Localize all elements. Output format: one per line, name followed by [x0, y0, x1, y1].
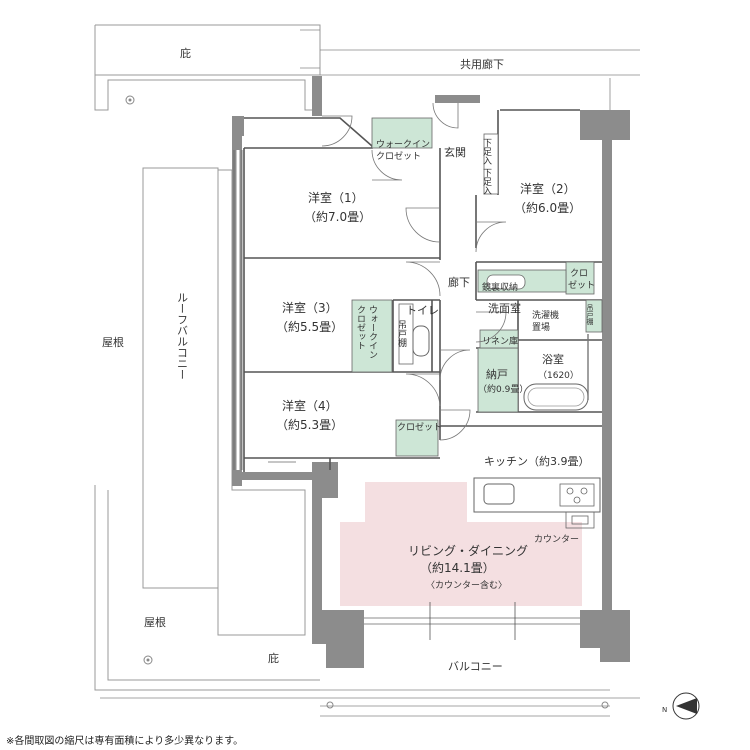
room4-area: （約5.3畳） — [276, 417, 343, 432]
label-common-corridor: 共用廊下 — [460, 57, 504, 71]
label-balcony: バルコニー — [448, 660, 503, 673]
labels: 庇 共用廊下 屋根 屋根 庇 バルコニー ルーフバルコニー 洋室（1） （約7.… — [102, 46, 667, 714]
bath-size: （1620） — [538, 370, 579, 381]
closet-blocks — [351, 117, 603, 457]
windows — [233, 150, 580, 640]
room2-name: 洋室（2） — [520, 181, 576, 196]
hanging-label-1: 吊戸棚 — [396, 320, 407, 348]
ldk-note: 〈カウンター含む〉 — [426, 579, 507, 591]
linen-label: リネン庫 — [482, 335, 518, 347]
shoe-label-2: 下足入 — [481, 168, 492, 195]
kitchen-label: キッチン（約3.9畳） — [484, 454, 590, 468]
label-roof-balcony: ルーフバルコニー — [176, 292, 189, 380]
hanging-label-2: 吊戸棚 — [586, 304, 594, 326]
room3-name: 洋室（3） — [282, 300, 338, 315]
room3-area: （約5.5畳） — [276, 319, 343, 334]
wic2-label-1: ウォークイン — [367, 305, 378, 359]
closet2-label-1: クロ — [570, 268, 588, 279]
wic2-label-2: クロゼット — [355, 305, 366, 350]
room1-name: 洋室（1） — [308, 190, 364, 205]
kitchen-counter-top — [473, 477, 601, 513]
mirror-storage-label: 鏡裏収納 — [482, 281, 518, 293]
wash-basin — [486, 274, 526, 290]
counter-label: カウンター — [534, 534, 579, 545]
room1-area: （約7.0畳） — [304, 209, 371, 224]
room2-area: （約6.0畳） — [514, 200, 581, 215]
scale-footnote: ※各間取図の縮尺は専有面積により多少異なります。 — [6, 736, 244, 747]
label-eave-bottom: 庇 — [268, 651, 279, 665]
bath-name: 浴室 — [542, 352, 564, 366]
laundry-label-2: 置場 — [532, 321, 550, 333]
fixtures — [412, 274, 601, 529]
ldk-area-fill — [340, 482, 582, 606]
drain-marks — [125, 95, 609, 709]
room4-name: 洋室（4） — [282, 398, 338, 413]
ldk-area: （約14.1畳） — [420, 560, 495, 575]
cooktop — [559, 483, 595, 507]
label-eave-top: 庇 — [180, 46, 191, 60]
closet4-label: クロゼット — [397, 421, 442, 433]
wic1-label-1: ウォークイン — [376, 139, 430, 150]
door-swings — [321, 102, 507, 441]
laundry-label-1: 洗濯機 — [532, 309, 559, 321]
label-roof-left: 屋根 — [102, 335, 124, 349]
toilet-label: トイレ — [406, 304, 439, 317]
hallway-label: 廊下 — [448, 275, 470, 289]
exterior-outlines — [94, 24, 640, 717]
closet2-label-2: ゼット — [568, 279, 595, 291]
label-roof-bottom: 屋根 — [144, 615, 166, 629]
wic1-label-2: クロゼット — [376, 150, 421, 162]
shoe-label-1: 下足入 — [481, 138, 492, 165]
kitchen-sink — [483, 483, 515, 505]
washroom-label: 洗面室 — [488, 301, 521, 315]
ldk-name: リビング・ダイニング — [408, 543, 528, 558]
storage-name: 納戸 — [486, 368, 508, 381]
north-compass-icon — [672, 692, 700, 720]
entrance-label: 玄関 — [444, 145, 466, 159]
compass-label: N — [662, 706, 667, 714]
toilet-fixture — [412, 325, 430, 357]
storage-area: （約0.9畳） — [478, 383, 528, 395]
interior-walls — [243, 109, 602, 472]
